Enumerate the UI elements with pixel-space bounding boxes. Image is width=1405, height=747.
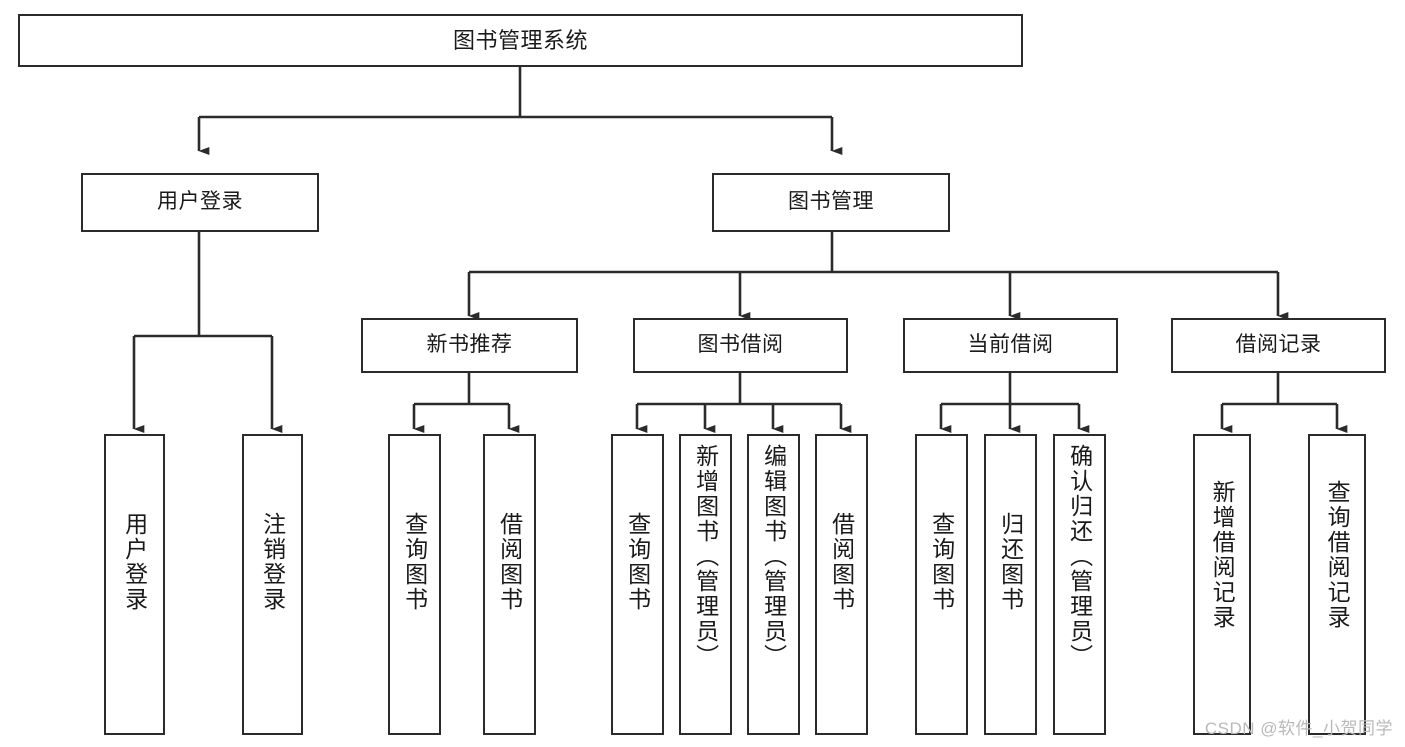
leaf-borrow-books-borrow-label: 借阅图书 — [828, 512, 855, 612]
leaf-confirm-return-admin-label: 确认归还（管理员） — [1066, 444, 1093, 669]
leaf-query-books-borrow[interactable]: 查询图书 — [611, 434, 664, 735]
leaf-edit-book-admin[interactable]: 编辑图书（管理员） — [747, 434, 800, 735]
node-book-borrow[interactable]: 图书借阅 — [633, 318, 848, 373]
leaf-borrow-books-recommend-label: 借阅图书 — [496, 512, 523, 612]
leaf-logout-label: 注销登录 — [259, 512, 286, 612]
leaf-query-books-current[interactable]: 查询图书 — [915, 434, 968, 735]
node-book-management[interactable]: 图书管理 — [712, 173, 950, 232]
leaf-edit-book-admin-label: 编辑图书（管理员） — [760, 444, 787, 669]
leaf-add-borrow-record[interactable]: 新增借阅记录 — [1193, 434, 1251, 735]
node-borrow-records[interactable]: 借阅记录 — [1171, 318, 1386, 373]
leaf-query-books-recommend-label: 查询图书 — [401, 512, 428, 612]
node-current-borrow-label: 当前借阅 — [967, 333, 1054, 357]
leaf-return-books-label: 归还图书 — [997, 512, 1024, 612]
leaf-query-books-borrow-label: 查询图书 — [624, 512, 651, 612]
leaf-query-borrow-record-label: 查询借阅记录 — [1324, 480, 1351, 630]
leaf-borrow-books-borrow[interactable]: 借阅图书 — [815, 434, 868, 735]
leaf-query-books-recommend[interactable]: 查询图书 — [388, 434, 441, 735]
leaf-query-borrow-record[interactable]: 查询借阅记录 — [1308, 434, 1366, 735]
csdn-watermark: CSDN @软件_小贺同学 — [1204, 719, 1393, 738]
leaf-logout[interactable]: 注销登录 — [242, 434, 303, 735]
node-book-borrow-label: 图书借阅 — [697, 333, 784, 357]
node-book-management-label: 图书管理 — [788, 190, 874, 214]
node-user-login-label: 用户登录 — [157, 190, 243, 214]
leaf-query-books-current-label: 查询图书 — [928, 512, 955, 612]
leaf-confirm-return-admin[interactable]: 确认归还（管理员） — [1053, 434, 1106, 735]
node-new-book-recommend-label: 新书推荐 — [426, 333, 513, 357]
leaf-add-book-admin-label: 新增图书（管理员） — [692, 444, 719, 669]
leaf-return-books[interactable]: 归还图书 — [984, 434, 1037, 735]
node-current-borrow[interactable]: 当前借阅 — [903, 318, 1118, 373]
node-borrow-records-label: 借阅记录 — [1235, 333, 1322, 357]
node-user-login[interactable]: 用户登录 — [81, 173, 319, 232]
node-root-label: 图书管理系统 — [452, 27, 588, 53]
leaf-add-book-admin[interactable]: 新增图书（管理员） — [679, 434, 732, 735]
node-root[interactable]: 图书管理系统 — [18, 14, 1023, 67]
leaf-user-login-label: 用户登录 — [121, 512, 148, 612]
leaf-borrow-books-recommend[interactable]: 借阅图书 — [483, 434, 536, 735]
leaf-user-login[interactable]: 用户登录 — [104, 434, 165, 735]
leaf-add-borrow-record-label: 新增借阅记录 — [1209, 480, 1236, 630]
node-new-book-recommend[interactable]: 新书推荐 — [361, 318, 578, 373]
